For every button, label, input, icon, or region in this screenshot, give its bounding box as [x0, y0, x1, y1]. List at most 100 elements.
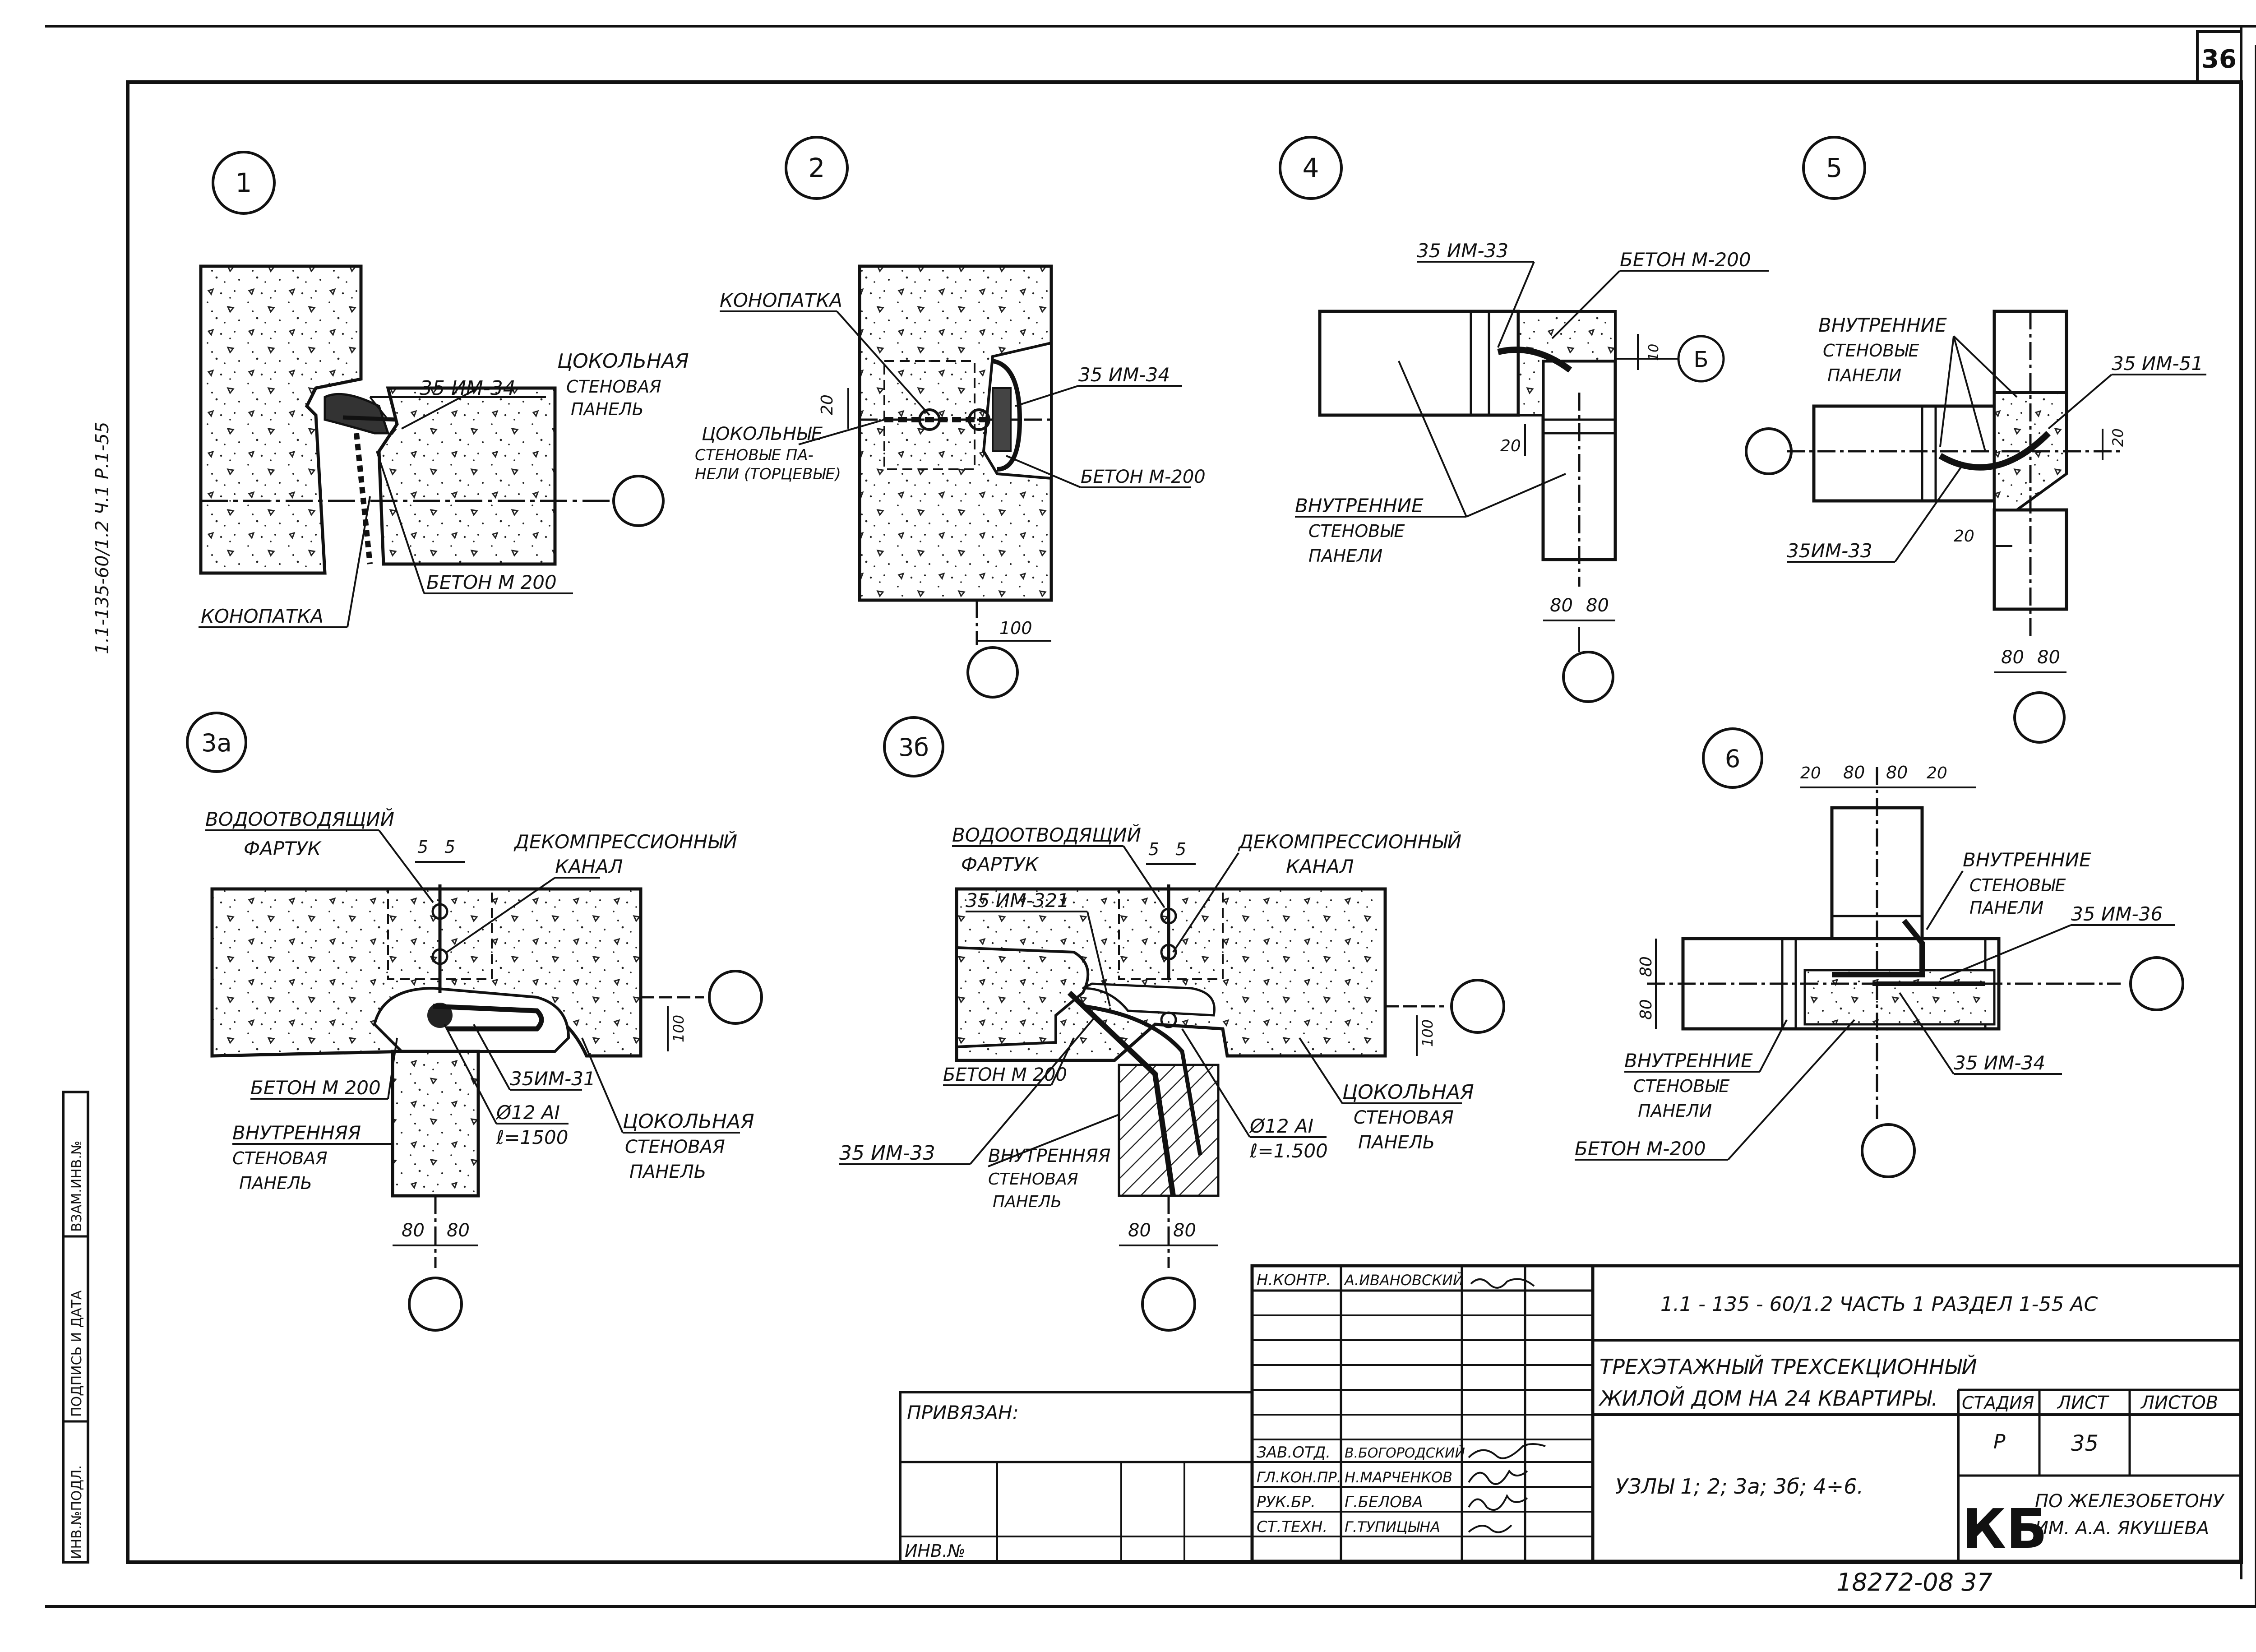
svg-text:80: 80 — [1586, 595, 1609, 616]
svg-text:100: 100 — [999, 618, 1032, 638]
role-n-kontr: Н.КОНТР. — [1257, 1271, 1331, 1289]
svg-text:3б: 3б — [898, 733, 929, 762]
svg-text:80: 80 — [402, 1220, 425, 1241]
svg-text:5: 5 — [444, 837, 455, 857]
role-st-tehn: СТ.ТЕХН. — [1257, 1518, 1327, 1536]
sheets-header: ЛИСТОВ — [2140, 1393, 2218, 1413]
svg-text:КАНАЛ: КАНАЛ — [1286, 856, 1354, 878]
node-2-panels — [858, 264, 1053, 602]
svg-text:ПАНЕЛЬ: ПАНЕЛЬ — [571, 399, 644, 419]
svg-text:Б: Б — [1694, 347, 1709, 372]
node-3a: 3а 80 80 100 5 5 ВОДООТВОДЯЩИЙ ФАРТУК ДЕ… — [186, 712, 763, 1332]
svg-text:ВНУТРЕННЯЯ: ВНУТРЕННЯЯ — [232, 1122, 361, 1144]
svg-text:ЦОКОЛЬНАЯ: ЦОКОЛЬНАЯ — [623, 1110, 754, 1133]
svg-text:20: 20 — [1800, 764, 1821, 782]
node-3a-inner-panel — [391, 1050, 480, 1198]
svg-text:СТЕНОВАЯ: СТЕНОВАЯ — [1354, 1107, 1454, 1128]
svg-text:СТЕНОВАЯ: СТЕНОВАЯ — [625, 1137, 725, 1157]
svg-text:ПАНЕЛИ: ПАНЕЛИ — [1969, 898, 2043, 918]
svg-text:ПАНЕЛИ: ПАНЕЛИ — [1827, 366, 1901, 385]
svg-text:20: 20 — [818, 394, 837, 415]
node-1-wall-panel — [199, 264, 363, 575]
sheet-value: 35 — [2071, 1431, 2099, 1456]
svg-text:5: 5 — [1175, 839, 1186, 859]
name-bogorodsky: В.БОГОРОДСКИЙ — [1345, 1445, 1465, 1461]
svg-text:Ø12 АI: Ø12 АI — [1249, 1115, 1313, 1137]
svg-text:ЦОКОЛЬНЫЕ: ЦОКОЛЬНЫЕ — [702, 424, 823, 444]
node-2-marker — [785, 136, 849, 200]
privyazan-label: ПРИВЯЗАН: — [907, 1402, 1019, 1424]
node-1: 1 35 ИМ-34 ЦОКОЛЬНАЯ СТЕНОВАЯ ПАНЕЛЬ КОН… — [199, 151, 689, 628]
svg-text:ДЕКОМПРЕССИОННЫЙ: ДЕКОМПРЕССИОННЫЙ — [513, 830, 737, 853]
node-1-marker — [212, 151, 276, 215]
svg-text:20: 20 — [1927, 764, 1947, 782]
node-4-horizontal-panel — [1318, 310, 1520, 417]
svg-text:ФАРТУК: ФАРТУК — [961, 853, 1039, 875]
svg-text:ПАНЕЛЬ: ПАНЕЛЬ — [993, 1193, 1062, 1211]
svg-text:100: 100 — [1419, 1019, 1436, 1047]
svg-text:2: 2 — [809, 153, 825, 183]
svg-text:СТЕНОВЫЕ: СТЕНОВЫЕ — [1823, 341, 1919, 361]
svg-text:80: 80 — [1550, 595, 1573, 616]
svg-text:ВОДООТВОДЯЩИЙ: ВОДООТВОДЯЩИЙ — [952, 824, 1141, 846]
svg-text:БЕТОН М-200: БЕТОН М-200 — [1081, 467, 1206, 487]
name-belova: Г.БЕЛОВА — [1345, 1493, 1423, 1511]
svg-text:БЕТОН М 200: БЕТОН М 200 — [250, 1077, 381, 1099]
subtitle: УЗЛЫ 1; 2; 3а; 3б; 4÷6. — [1615, 1474, 1863, 1499]
svg-text:СТЕНОВАЯ: СТЕНОВАЯ — [232, 1148, 328, 1168]
svg-text:БЕТОН М-200: БЕТОН М-200 — [1620, 249, 1751, 271]
svg-text:80: 80 — [1637, 956, 1655, 977]
svg-text:80: 80 — [1173, 1220, 1196, 1241]
name-marchenkov: Н.МАРЧЕНКОВ — [1345, 1469, 1452, 1486]
svg-text:ПАНЕЛЬ: ПАНЕЛЬ — [1358, 1132, 1435, 1153]
svg-text:БЕТОН М 200: БЕТОН М 200 — [943, 1064, 1067, 1085]
side-code: 1.1-135-60/1.2 Ч.1 Р.1-55 — [92, 422, 113, 654]
svg-text:80: 80 — [1128, 1220, 1151, 1241]
node-4-marker — [1279, 136, 1343, 200]
svg-text:6: 6 — [1725, 745, 1740, 773]
svg-text:20: 20 — [1500, 437, 1521, 455]
svg-text:35 ИМ-34: 35 ИМ-34 — [1954, 1052, 2045, 1074]
svg-text:СТЕНОВЫЕ: СТЕНОВЫЕ — [1633, 1076, 1729, 1096]
svg-text:35 ИМ-33: 35 ИМ-33 — [839, 1142, 935, 1165]
name-tupitsyna: Г.ТУПИЦЫНА — [1345, 1518, 1440, 1536]
svg-text:СТЕНОВЫЕ: СТЕНОВЫЕ — [1969, 875, 2066, 895]
svg-text:НЕЛИ (ТОРЦЕВЫЕ): НЕЛИ (ТОРЦЕВЫЕ) — [695, 465, 841, 483]
side-field-inv: ИНВ.№ПОДЛ. — [69, 1465, 85, 1559]
svg-text:80: 80 — [2001, 647, 2024, 668]
svg-text:ЦОКОЛЬНАЯ: ЦОКОЛЬНАЯ — [1342, 1081, 1474, 1104]
document-code: 1.1 - 135 - 60/1.2 ЧАСТЬ 1 РАЗДЕЛ 1-55 А… — [1660, 1293, 2098, 1316]
svg-text:20: 20 — [2109, 428, 2127, 447]
svg-text:ВНУТРЕННИЕ: ВНУТРЕННИЕ — [1624, 1050, 1753, 1072]
svg-text:80: 80 — [447, 1220, 470, 1241]
svg-text:КОНОПАТКА: КОНОПАТКА — [201, 605, 324, 627]
svg-text:ЦОКОЛЬНАЯ: ЦОКОЛЬНАЯ — [557, 350, 689, 373]
svg-text:35ИМ-31: 35ИМ-31 — [510, 1068, 596, 1090]
svg-text:5: 5 — [1826, 153, 1843, 183]
org-line-2: ИМ. А.А. ЯКУШЕВА — [2035, 1518, 2209, 1539]
svg-text:ВОДООТВОДЯЩИЙ: ВОДООТВОДЯЩИЙ — [205, 808, 394, 830]
node-4: 4 80 80 20 10 Б 35 ИМ-33 БЕТОН М-200 ВНУ… — [1279, 136, 1769, 703]
node-1-number: 1 — [236, 167, 252, 198]
node-1-bolt-label: 35 ИМ-34 — [420, 377, 516, 400]
role-zav-otd: ЗАВ.ОТД. — [1257, 1444, 1331, 1462]
title-line-2: ЖИЛОЙ ДОМ НА 24 КВАРТИРЫ. — [1598, 1386, 1938, 1411]
svg-text:35 ИМ-36: 35 ИМ-36 — [2071, 903, 2163, 925]
svg-text:80: 80 — [2037, 647, 2060, 668]
svg-text:ВНУТРЕННИЕ: ВНУТРЕННИЕ — [1963, 849, 2091, 871]
svg-text:35 ИМ-321: 35 ИМ-321 — [966, 889, 1069, 912]
svg-text:ПАНЕЛИ: ПАНЕЛИ — [1638, 1101, 1712, 1121]
stamp-number: 18272-08 37 — [1836, 1568, 1992, 1596]
title-line-1: ТРЕХЭТАЖНЫЙ ТРЕХСЕКЦИОННЫЙ — [1600, 1355, 1977, 1379]
svg-text:СТЕНОВАЯ: СТЕНОВАЯ — [566, 377, 661, 397]
svg-text:ДЕКОМПРЕССИОННЫЙ: ДЕКОМПРЕССИОННЫЙ — [1238, 830, 1461, 853]
svg-text:ПАНЕЛИ: ПАНЕЛИ — [1308, 546, 1382, 566]
svg-text:БЕТОН М-200: БЕТОН М-200 — [1575, 1138, 1706, 1160]
role-ruk-br: РУК.БР. — [1257, 1493, 1316, 1511]
svg-text:35 ИМ-34: 35 ИМ-34 — [1078, 364, 1170, 386]
svg-text:КОНОПАТКА: КОНОПАТКА — [720, 289, 842, 311]
svg-text:ℓ=1.500: ℓ=1.500 — [1249, 1140, 1328, 1162]
svg-text:Ø12 АI: Ø12 АI — [495, 1101, 560, 1124]
sheet-header: ЛИСТ — [2057, 1393, 2110, 1413]
